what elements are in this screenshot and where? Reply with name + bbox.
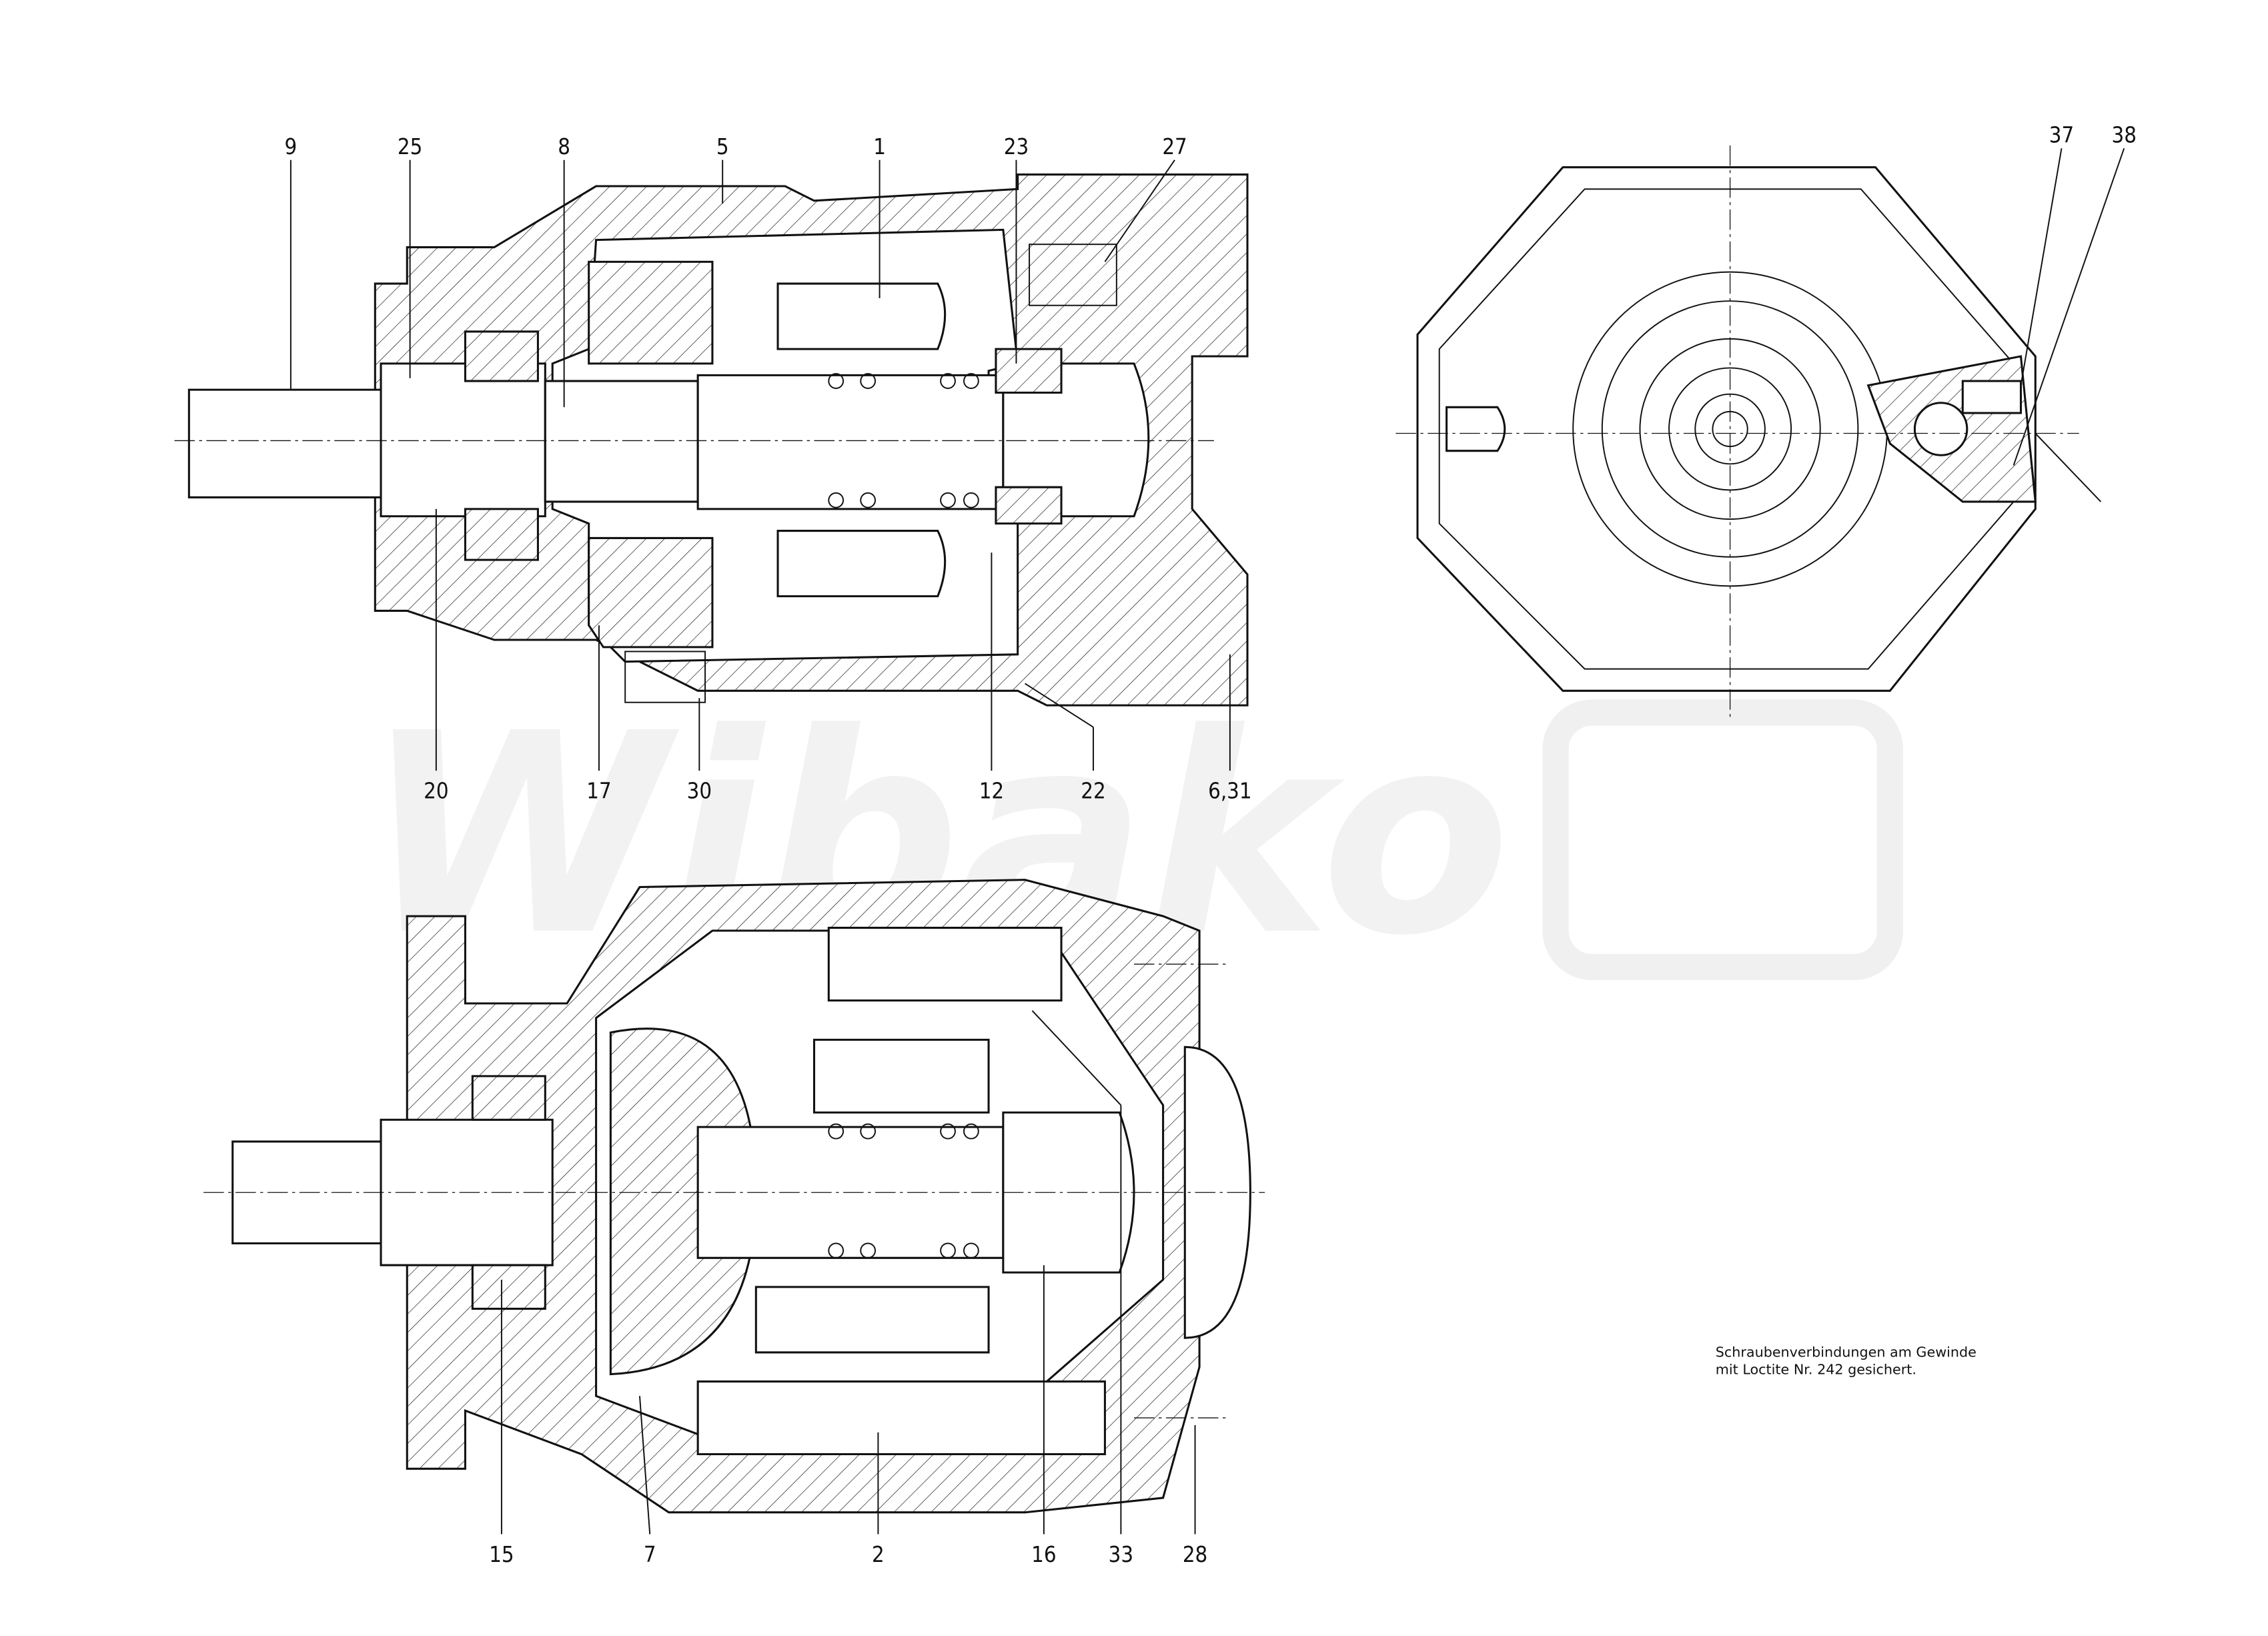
part-label: 33 xyxy=(1109,1542,1133,1567)
part-label: 1 xyxy=(873,134,886,159)
part-labels-top: 9 25 8 5 1 23 27 20 17 30 12 22 6,31 xyxy=(285,134,1252,804)
part-label: 22 xyxy=(1081,779,1105,804)
part-label: 27 xyxy=(1162,134,1187,159)
part-labels-end-view: 37 38 xyxy=(2049,123,2137,148)
part-label: 37 xyxy=(2049,123,2074,148)
top-section-view xyxy=(174,173,1249,707)
part-label: 38 xyxy=(2112,123,2137,148)
part-label: 15 xyxy=(489,1542,514,1567)
note-line-1: Schraubenverbindungen am Gewinde xyxy=(1716,1344,1976,1360)
part-label: 20 xyxy=(424,779,448,804)
assembly-note: Schraubenverbindungen am Gewinde mit Loc… xyxy=(1716,1344,1976,1378)
watermark-logo-frame xyxy=(1542,699,1903,981)
part-label: 25 xyxy=(398,134,422,159)
part-label: 9 xyxy=(285,134,298,159)
part-label: 2 xyxy=(872,1542,885,1567)
part-label: 12 xyxy=(979,779,1004,804)
part-label: 23 xyxy=(1004,134,1029,159)
part-label: 8 xyxy=(558,134,570,159)
part-label: 16 xyxy=(1031,1542,1056,1567)
note-line-2: mit Loctite Nr. 242 gesichert. xyxy=(1716,1362,1916,1378)
leader-lines xyxy=(290,148,2125,1535)
bottom-section-view xyxy=(203,879,1265,1514)
part-label: 6,31 xyxy=(1208,779,1251,804)
part-label: 7 xyxy=(644,1542,656,1567)
part-label: 5 xyxy=(716,134,729,159)
end-view xyxy=(1395,145,2102,720)
part-label: 17 xyxy=(586,779,611,804)
part-labels-bottom: 15 7 2 16 33 28 xyxy=(489,1542,1207,1567)
part-label: 30 xyxy=(687,779,712,804)
part-label: 28 xyxy=(1183,1542,1207,1567)
